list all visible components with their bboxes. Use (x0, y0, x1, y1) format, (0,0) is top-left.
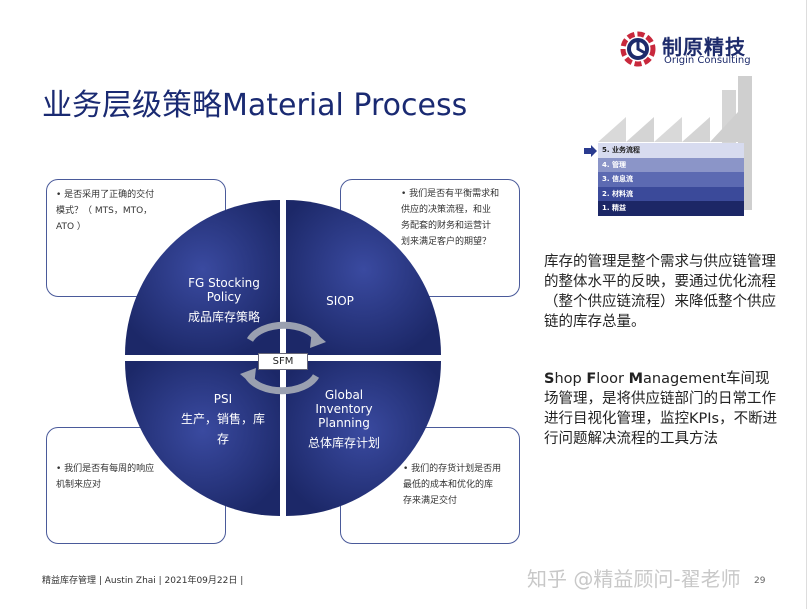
page-number: 29 (754, 576, 765, 586)
slide-footer: 精益库存管理 | Austin Zhai | 2021年09月22日 | (42, 573, 243, 586)
inventory-management-paragraph: 库存的管理是整个需求与供应链管理的整体水平的反映，要通过优化流程（整个供应链流程… (544, 252, 784, 332)
global-inventory-label: Global Inventory Planning 总体库存计划 (296, 388, 392, 450)
psi-cn-line2: 存 (170, 432, 276, 446)
fg-stocking-en-line2: Policy (176, 290, 272, 304)
global-inventory-cn: 总体库存计划 (296, 436, 392, 450)
level-2: 2. 材料流 (598, 187, 744, 202)
level-5: 5. 业务流程 (598, 143, 744, 158)
para2-initial-s: S (544, 371, 554, 387)
level-4: 4. 管理 (598, 158, 744, 173)
gear-logo-icon (618, 29, 658, 69)
psi-label: PSI 生产，销售，库 存 (170, 392, 276, 446)
level-1: 1. 精益 (598, 201, 744, 216)
fg-stocking-cn: 成品库存策略 (176, 310, 272, 324)
para2-text-loor: loor (596, 371, 628, 387)
sfm-center-label: SFM (258, 353, 308, 370)
para2-initial-f: F (586, 371, 596, 387)
arrow-right-icon (584, 145, 597, 157)
psi-cn-line1: 生产，销售，库 (170, 412, 276, 426)
fg-stocking-en-line1: FG Stocking (176, 276, 272, 290)
psi-en: PSI (170, 392, 276, 406)
slide-title: 业务层级策略Material Process (42, 80, 467, 124)
level-3: 3. 信息流 (598, 172, 744, 187)
global-inventory-en-line1: Global (296, 388, 392, 402)
shop-floor-management-paragraph: Shop Floor Management车间现场管理，是将供应链部门的日常工作… (544, 369, 784, 449)
company-logo: 制原精技 Origin Consulting (618, 29, 768, 69)
para2-text-hop: hop (554, 371, 586, 387)
para2-initial-m: M (629, 371, 643, 387)
watermark: 知乎 @精益顾问-翟老师 (527, 563, 741, 592)
process-levels-stack: 5. 业务流程 4. 管理 3. 信息流 2. 材料流 1. 精益 (598, 143, 744, 216)
fg-stocking-label: FG Stocking Policy 成品库存策略 (176, 276, 272, 324)
global-inventory-en-line3: Planning (296, 416, 392, 430)
logo-text-en: Origin Consulting (664, 55, 751, 66)
global-inventory-en-line2: Inventory (296, 402, 392, 416)
siop-label: SIOP (310, 294, 370, 308)
